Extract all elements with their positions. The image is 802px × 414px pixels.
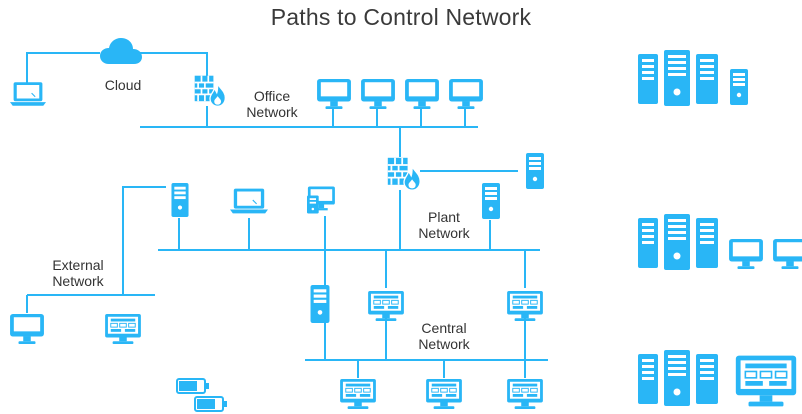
monitor-icon [10,313,44,345]
external-label-line1: External [52,257,104,273]
hmi-monitor-icon [506,378,544,410]
battery-icon [176,378,210,394]
hmi-monitor-icon [104,313,142,345]
workstation-icon [307,186,335,214]
firewall-icon [193,74,227,108]
cloud-label: Cloud [104,77,142,93]
external-network-label: External Network [38,257,118,289]
workstation-icon [310,285,330,323]
server-rack-icon [638,50,718,106]
hmi-monitor-icon [734,354,798,408]
monitor-icon [361,78,395,110]
plant-network-label: Plant Network [404,209,484,241]
laptop-icon [10,81,46,107]
network-links [26,52,548,378]
central-label-line2: Network [418,336,470,352]
monitor-icon [317,78,351,110]
firewall-icon [386,156,422,192]
link-laptop-cloud [26,52,100,83]
central-network-label: Central Network [404,320,484,352]
plant-label-line2: Network [418,225,470,241]
hmi-monitor-icon [506,290,544,322]
central-label-line1: Central [421,320,467,336]
hmi-monitor-icon [339,378,377,410]
link-plant-external [122,186,166,295]
server-rack-icon [638,214,718,270]
cloud-icon [100,38,142,64]
battery-icon [194,396,228,412]
office-network-label: Office Network [232,88,312,120]
workstation-icon [482,183,500,219]
workstation-icon [171,182,189,218]
monitor-icon [449,78,483,110]
server-tower-icon [730,69,748,105]
monitor-icon [729,238,763,270]
office-label-line2: Network [246,104,298,120]
workstation-icon [526,153,544,189]
link-cloud-firewall [140,52,208,76]
external-label-line2: Network [52,273,104,289]
monitor-icon [773,238,802,270]
hmi-monitor-icon [425,378,463,410]
office-label-line1: Office [253,88,291,104]
server-rack-icon [638,350,718,406]
diagram-title: Paths to Control Network [270,4,532,30]
hmi-monitor-icon [367,290,405,322]
plant-label-line1: Plant [428,209,460,225]
laptop-icon [230,188,268,214]
monitor-icon [405,78,439,110]
